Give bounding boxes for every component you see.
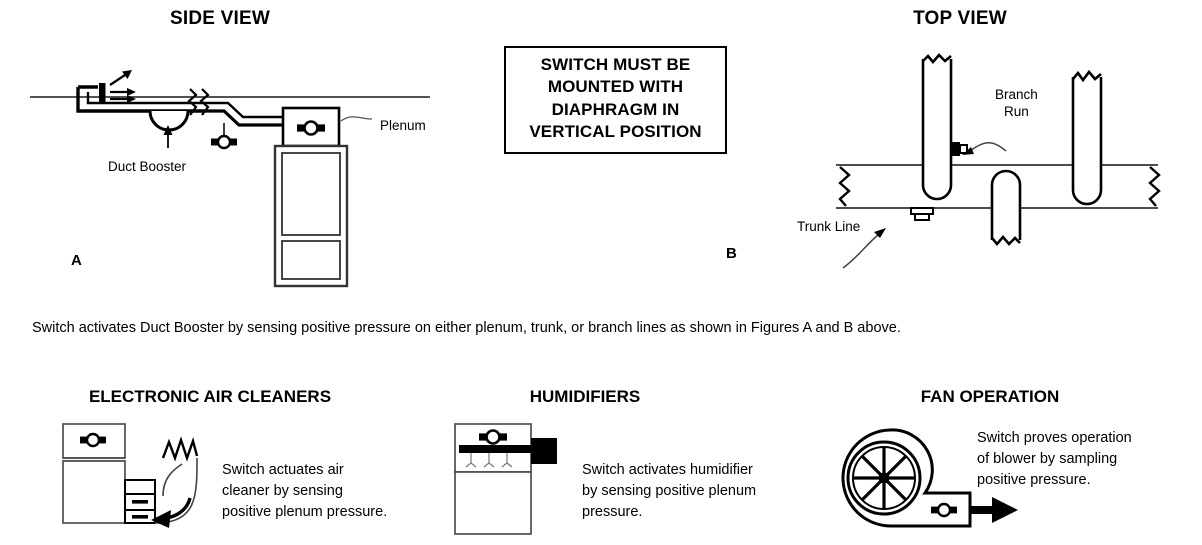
trunk-line-label: Trunk Line [797, 219, 861, 234]
side-view-drawing [30, 70, 430, 288]
application-fan-operation: FAN OPERATION [810, 380, 1202, 545]
pressure-switch-icon [211, 123, 237, 150]
main-caption: Switch activates Duct Booster by sensing… [32, 320, 901, 336]
electronic-air-cleaner-drawing [62, 423, 199, 528]
note-line-1: Switch actuates air [222, 462, 344, 478]
branch-run-label-line2: Run [1004, 103, 1029, 119]
side-view-title: SIDE VIEW [170, 8, 270, 29]
mounting-warning-box: SWITCH MUST BE MOUNTED WITH DIAPHRAGM IN… [504, 46, 727, 154]
duct-booster-label: Duct Booster [108, 159, 187, 174]
figure-top-view: TOP VIEW [718, 0, 1202, 290]
pressure-switch-icon [80, 432, 106, 448]
top-view-drawing [836, 53, 1161, 269]
note-line-2: of blower by sampling [977, 451, 1118, 468]
electronic-air-cleaners-note: Switch actuates air cleaner by sensing p… [222, 460, 387, 523]
warning-line-4: VERTICAL POSITION [529, 122, 702, 142]
branch-run-label: Branch Run [995, 87, 1038, 121]
note-line-3: positive pressure. [977, 472, 1091, 489]
spray-nozzle-icon [465, 453, 513, 468]
electronic-air-cleaners-title: ELECTRONIC AIR CLEANERS [88, 387, 332, 406]
humidifiers-title: HUMIDIFIERS [529, 387, 641, 406]
note-line-2: cleaner by sensing [222, 483, 343, 500]
note-line-1: Switch activates humidifier [582, 462, 753, 478]
pressure-switch-icon [910, 207, 934, 221]
note-line-3: positive plenum pressure. [222, 504, 388, 521]
pressure-switch-icon [951, 142, 968, 156]
figure-b-letter: B [726, 245, 737, 262]
warning-line-1: SWITCH MUST BE [540, 55, 691, 74]
airflow-arrow-icon [970, 497, 1018, 523]
figure-a-letter: A [71, 252, 82, 269]
note-line-3: pressure. [582, 504, 643, 521]
branch-run-label-line1: Branch [995, 87, 1038, 102]
humidifier-drawing [454, 423, 557, 535]
application-electronic-air-cleaners: ELECTRONIC AIR CLEANERS [0, 380, 420, 545]
fan-operation-drawing [841, 428, 1018, 528]
figure-side-view: SIDE VIEW [0, 0, 440, 290]
warning-line-2: MOUNTED WITH [547, 77, 684, 97]
fan-operation-title: FAN OPERATION [920, 387, 1060, 406]
top-view-title: TOP VIEW [913, 8, 1007, 29]
note-line-2: by sensing positive plenum [582, 483, 757, 500]
warning-line-3: DIAPHRAGM IN [551, 99, 680, 119]
pressure-switch-icon [931, 502, 957, 518]
blower-wheel-icon [846, 440, 922, 516]
plenum-label: Plenum [380, 118, 426, 133]
note-line-1: Switch proves operation [977, 430, 1132, 446]
airflow-arrow-icon [109, 70, 136, 103]
pressure-switch-icon [297, 120, 325, 136]
application-humidifiers: HUMIDIFIERS Switch activate [420, 380, 820, 545]
fan-operation-note: Switch proves operation of blower by sam… [977, 428, 1132, 491]
pressure-switch-icon [479, 429, 507, 445]
humidifiers-note: Switch activates humidifier by sensing p… [582, 460, 756, 523]
